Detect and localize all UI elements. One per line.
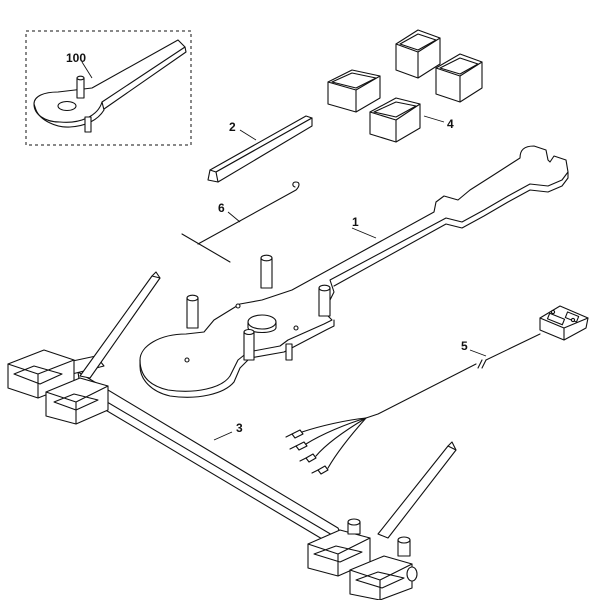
part-3-spacer-2	[45, 377, 109, 425]
part-3-spacer-3	[307, 518, 371, 577]
part-3-spacer-4	[349, 536, 418, 600]
part-4-box-b	[435, 53, 483, 103]
part-4-box-d	[369, 97, 421, 143]
callout-2: 2	[229, 120, 236, 134]
part-100-wrench	[33, 39, 187, 133]
callout-5: 5	[461, 339, 468, 353]
callout-1: 1	[352, 215, 359, 229]
part-1-gauge-plate: 1	[139, 145, 569, 398]
part-5-terminals	[285, 429, 329, 475]
callout-4: 4	[447, 117, 454, 131]
callout-100: 100	[66, 51, 86, 65]
part-4-boxes: 4	[327, 29, 483, 143]
callout-6: 6	[218, 201, 225, 215]
part-2-strip: 2	[207, 115, 313, 183]
part-3-spacer-1	[7, 349, 75, 399]
part-100-inset: 100	[25, 30, 192, 146]
part-3-frame: 3	[7, 271, 457, 600]
part-4-box-c	[327, 69, 381, 113]
part-5-connector	[539, 305, 589, 341]
part-5-cable-harness: 5	[285, 305, 589, 475]
part-6-hook-tool: 6	[181, 181, 300, 263]
part-4-box-a	[395, 29, 441, 79]
callout-3: 3	[236, 421, 243, 435]
